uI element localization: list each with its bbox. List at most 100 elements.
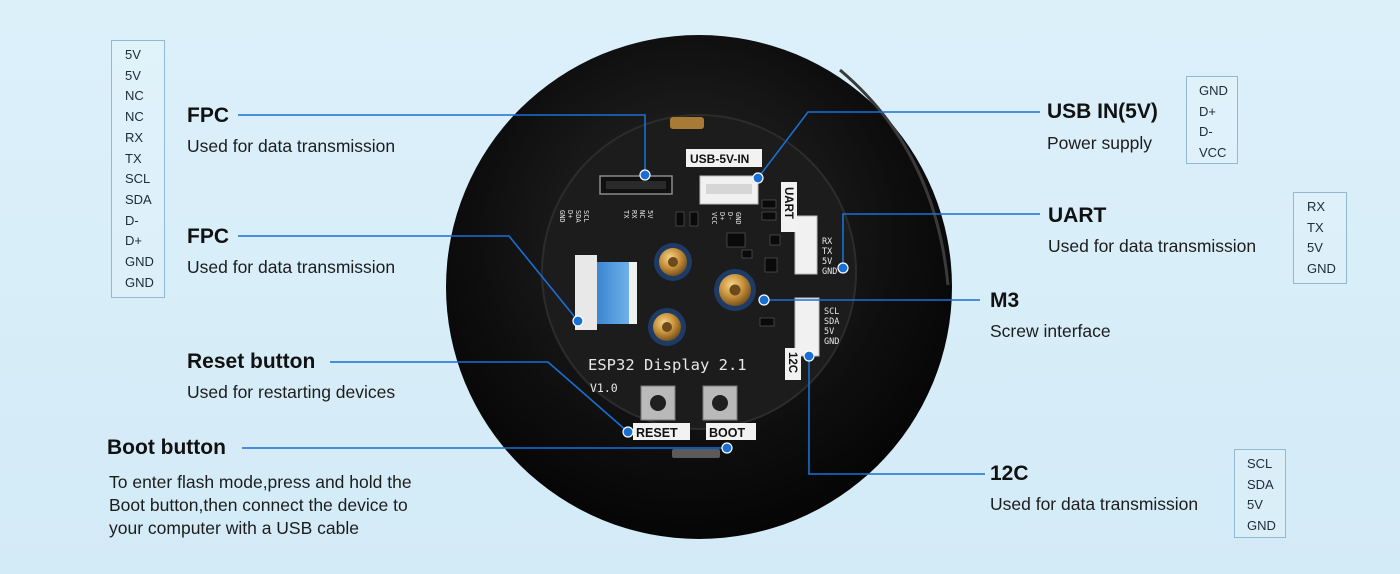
- dot-reset: [622, 426, 634, 438]
- fpc-mid-desc: Used for data transmission: [187, 257, 396, 277]
- usb-pin: GND: [1199, 83, 1228, 98]
- pcb-edge: [541, 114, 857, 430]
- fpc-top-desc: Used for data transmission: [187, 136, 396, 156]
- usb-pin-label: D-: [726, 212, 734, 220]
- uart-pin: RX: [1307, 199, 1326, 214]
- board-name: ESP32 Display 2.1: [588, 356, 747, 374]
- leader-lines: [238, 111, 1040, 475]
- fpc-pin: TX: [125, 150, 142, 166]
- fpc-pin-label: 5V: [646, 210, 654, 219]
- bottom-tab: [672, 449, 720, 458]
- fpc-pin-labels: 5V NC RX TX SCL SDA D+ GND: [558, 210, 654, 223]
- boot-desc-line: your computer with a USB cable: [109, 518, 359, 538]
- uart-pin: TX: [1307, 219, 1324, 235]
- uart-pin-label: 5V: [822, 257, 832, 267]
- uart-title: UART: [1048, 204, 1107, 227]
- fpc-pin: SCL: [125, 171, 151, 187]
- i2c-pin-label: GND: [824, 337, 839, 347]
- uart-label-bg: [781, 182, 797, 232]
- dot-m3: [758, 294, 770, 306]
- i2c-pin: GND: [1247, 518, 1276, 534]
- reset-label-bg: [633, 423, 690, 440]
- usb-pin: D-: [1199, 124, 1213, 140]
- fpc-pin: GND: [125, 254, 154, 270]
- uart-label: UART: [782, 187, 794, 219]
- leader-uart: [842, 213, 1040, 268]
- m3-title: M3: [990, 289, 1020, 312]
- boot-label: BOOT: [709, 426, 745, 440]
- dot-usb: [752, 172, 764, 184]
- i2c-pin-label: SDA: [824, 317, 839, 327]
- fpc-pin: 5V: [125, 67, 141, 83]
- uart-pin-label: TX: [822, 247, 833, 257]
- uart-pin-label: RX: [822, 237, 833, 247]
- usb-title: USB IN(5V): [1047, 100, 1158, 123]
- usb-pin-label: VCC: [710, 212, 718, 225]
- fpc-pin-label: TX: [622, 210, 630, 219]
- dot-i2c: [803, 350, 815, 362]
- boot-switch: [702, 385, 738, 421]
- i2c-label-bg: [785, 348, 801, 380]
- i2c-pin: SCL: [1247, 456, 1273, 471]
- uart-desc: Used for data transmission: [1048, 236, 1257, 256]
- uart-pin-labels: RX TX 5V GND: [822, 237, 837, 277]
- fpc-mid-title: FPC: [187, 225, 229, 248]
- fpc-pin-label: SCL: [582, 210, 590, 223]
- boot-desc-line: Boot button,then connect the device to: [109, 495, 408, 515]
- top-brass-tab: [670, 117, 704, 129]
- boot-desc: To enter flash mode,press and hold the B…: [109, 471, 412, 540]
- i2c-title: 12C: [990, 462, 1029, 485]
- fpc-pin-label: RX: [630, 210, 638, 219]
- fpc-pin: D+: [125, 233, 142, 249]
- i2c-pin-table: SCL SDA 5V GND: [1234, 449, 1286, 538]
- m3-desc: Screw interface: [990, 321, 1111, 341]
- i2c-pin: SDA: [1247, 476, 1274, 492]
- fpc-pin-table: 5V 5V NC NC RX TX SCL SDA D- D+ GND GND: [111, 40, 165, 298]
- boot-desc-line: To enter flash mode,press and hold the: [109, 472, 412, 492]
- usb-pin: D+: [1199, 103, 1216, 119]
- leader-usb: [757, 111, 1040, 179]
- usb-connector: [699, 175, 759, 205]
- dot-boot: [721, 442, 733, 454]
- fpc-pin: RX: [125, 129, 144, 145]
- boot-title: Boot button: [107, 436, 226, 459]
- uart-connector: [794, 215, 818, 275]
- fpc-pin-label: SDA: [574, 210, 582, 223]
- fpc-pin: D-: [125, 212, 139, 228]
- i2c-desc: Used for data transmission: [990, 494, 1199, 514]
- fpc-pin: GND: [125, 274, 154, 290]
- uart-pin-table: RX TX 5V GND: [1293, 192, 1347, 284]
- reset-title: Reset button: [187, 350, 316, 373]
- fpc-mid-connector: [575, 255, 637, 330]
- i2c-pin-labels: SCL SDA 5V GND: [824, 307, 839, 347]
- usb-pin-label: D+: [718, 212, 726, 220]
- usb-pin: VCC: [1199, 145, 1227, 161]
- usb-desc: Power supply: [1047, 133, 1153, 153]
- i2c-connector: [794, 297, 820, 357]
- leader-dots: [572, 169, 849, 454]
- dot-uart: [837, 262, 849, 274]
- dot-fpc-top: [639, 169, 651, 181]
- usb-pin-table: GND D+ D- VCC: [1186, 76, 1238, 164]
- fpc-pin: 5V: [125, 47, 141, 62]
- fpc-top-connector: [599, 175, 673, 195]
- usb-label: USB-5V-IN: [690, 152, 749, 166]
- leader-fpc-mid: [238, 235, 579, 322]
- board-version: V1.0: [590, 381, 618, 395]
- i2c-label: 12C: [786, 352, 798, 373]
- fpc-pin: NC: [125, 109, 144, 125]
- brass-standoffs: [648, 243, 756, 346]
- leader-fpc-top: [238, 114, 646, 173]
- i2c-pin-label: 5V: [824, 327, 834, 337]
- smd-components: [675, 199, 781, 327]
- fpc-pin: SDA: [125, 191, 152, 207]
- usb-pin-labels: GND D- D+ VCC: [710, 212, 742, 225]
- reset-label: RESET: [636, 426, 678, 440]
- fpc-pin: NC: [125, 88, 144, 104]
- boot-label-bg: [706, 423, 756, 440]
- usb-pin-label: GND: [734, 212, 742, 225]
- uart-pin: GND: [1307, 261, 1336, 277]
- dot-fpc-mid: [572, 315, 584, 327]
